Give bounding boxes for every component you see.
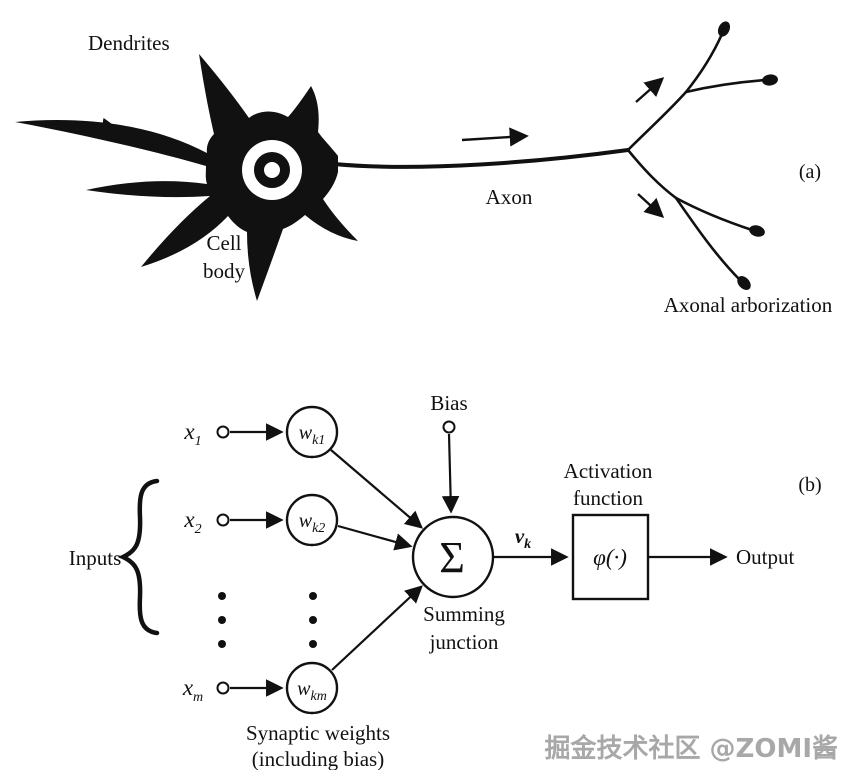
wkm-base: w [297, 678, 311, 700]
activation-label-line1: Activation [564, 459, 653, 483]
dendrite-arrow [75, 117, 121, 137]
cell-body-label-line1: Cell [207, 231, 242, 255]
bias-node [442, 420, 456, 434]
signal-flow-arrows [75, 77, 665, 218]
activation-box [571, 513, 650, 601]
synaptic-label-line1: Synaptic weights [246, 721, 390, 745]
wkm-sub: km [311, 689, 327, 704]
input-nodes [216, 425, 230, 695]
x1-base: x [183, 419, 195, 444]
sigma-symbol: Σ [439, 533, 465, 582]
weight-circle-wkm [285, 661, 339, 715]
arborization-branches [626, 32, 768, 282]
axon-label: Axon [486, 185, 533, 209]
panel-a-tag: (a) [799, 161, 821, 183]
weight-label-wk2: wk2 [299, 510, 326, 536]
input-label-x2: x2 [183, 507, 201, 537]
arborization-label: Axonal arborization [664, 293, 833, 317]
cell-body-label-line2: body [203, 259, 246, 283]
weight-label-wk1: wk1 [299, 422, 326, 448]
weight-nodes: wk1 wk2 wkm [285, 405, 339, 715]
dendrites-label: Dendrites [88, 31, 170, 55]
activation-symbol: φ(·) [593, 545, 627, 570]
weight-circle-wk1 [285, 405, 339, 459]
panel-a-biological-neuron: Dendrites Cell body Axon Axonal arboriza… [15, 21, 833, 317]
xm-sub: m [193, 690, 203, 705]
vk-sub: k [524, 537, 531, 552]
wk2-base: w [299, 510, 313, 532]
wk1-base: w [299, 422, 313, 444]
panel-b-neuron-model: Inputs x1 x2 xm wk1 [69, 391, 822, 770]
x2-base: x [183, 507, 195, 532]
bias-label: Bias [430, 391, 467, 415]
weight-to-sum-arrows [330, 449, 424, 671]
inputs-label: Inputs [69, 546, 122, 570]
output-label: Output [736, 545, 795, 569]
vk-label: vk [515, 524, 531, 552]
weight-label-wkm: wkm [297, 678, 327, 704]
lower-branch-arrow [637, 193, 665, 218]
weight-circle-wk2 [285, 493, 339, 547]
summing-label-line1: Summing [423, 602, 505, 626]
wk1-sub: k1 [312, 433, 325, 448]
bias-arrow [441, 433, 460, 514]
x2-sub: 2 [195, 522, 202, 537]
input-label-x1: x1 [183, 419, 201, 449]
watermark-text: 掘金技术社区 @ZOMI酱 [544, 733, 838, 764]
wk2-sub: k2 [312, 521, 325, 536]
nucleus-ring [254, 152, 290, 188]
summing-junction-circle [411, 515, 495, 599]
axon-arrow [461, 127, 529, 147]
axon-line [332, 148, 630, 169]
inputs-brace [117, 478, 160, 636]
vk-base: v [515, 524, 525, 548]
synaptic-label-line2: (including bias) [252, 747, 384, 770]
cell-body-shape [15, 54, 358, 301]
ellipsis-dots [218, 592, 317, 648]
panel-b-tag: (b) [798, 474, 821, 496]
xm-base: x [182, 675, 194, 700]
activation-label-line2: function [573, 486, 643, 510]
summing-label-line2: junction [429, 630, 499, 654]
x1-sub: 1 [195, 434, 202, 449]
input-to-weight-arrows [230, 423, 284, 697]
terminal-bulbs [717, 21, 778, 290]
upper-branch-arrow [635, 77, 665, 103]
input-label-xm: xm [182, 675, 203, 705]
nucleus-halo [242, 140, 302, 200]
